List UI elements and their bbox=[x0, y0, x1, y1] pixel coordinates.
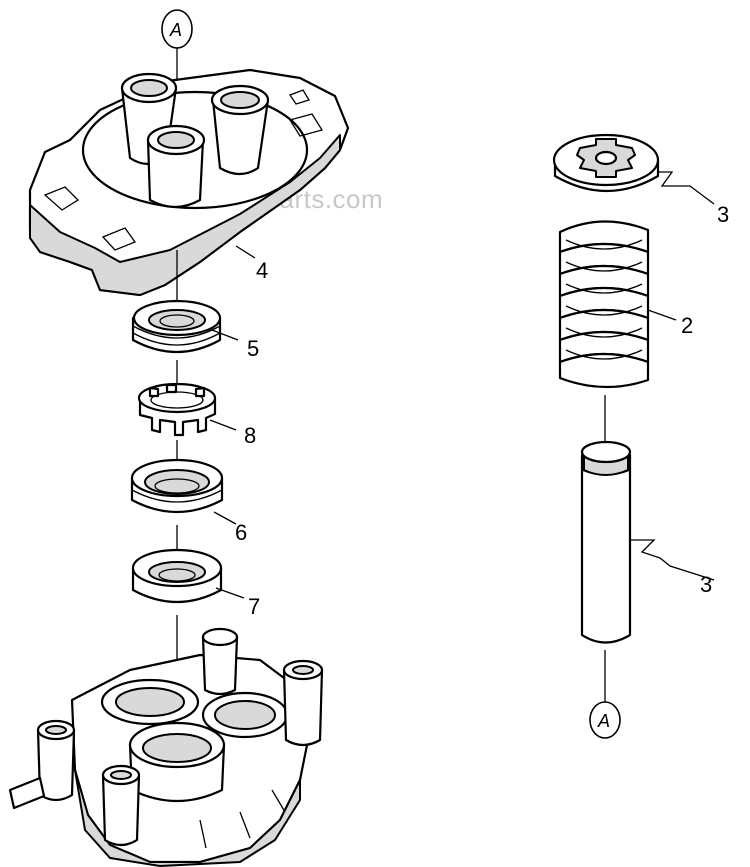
part-3-spring-cap bbox=[552, 133, 715, 205]
part-2-spring bbox=[558, 220, 677, 389]
part-8-retainer-cage bbox=[137, 382, 237, 437]
part-7-seal-ring bbox=[131, 548, 245, 604]
reference-mark-a-top: A bbox=[161, 9, 193, 49]
callout-item-3-top: 3 bbox=[717, 202, 729, 227]
callout-item-4: 4 bbox=[256, 258, 268, 283]
part-3-plunger-pin bbox=[580, 440, 715, 644]
callout-item-2: 2 bbox=[681, 313, 693, 338]
reference-mark-a-bottom-label: A bbox=[597, 711, 610, 731]
part-6-seal-ring bbox=[130, 458, 237, 525]
reference-mark-a-bottom: A bbox=[589, 701, 621, 739]
callout-item-8: 8 bbox=[244, 423, 256, 448]
callout-item-6: 6 bbox=[235, 520, 247, 545]
callout-item-3-bottom: 3 bbox=[700, 572, 712, 597]
part-4-valve-housing bbox=[28, 68, 350, 297]
part-5-seal bbox=[131, 299, 239, 354]
callout-item-5: 5 bbox=[247, 336, 259, 361]
pump-head-housing bbox=[8, 627, 324, 867]
reference-mark-a-top-label: A bbox=[169, 20, 182, 40]
callout-item-7: 7 bbox=[248, 594, 260, 619]
